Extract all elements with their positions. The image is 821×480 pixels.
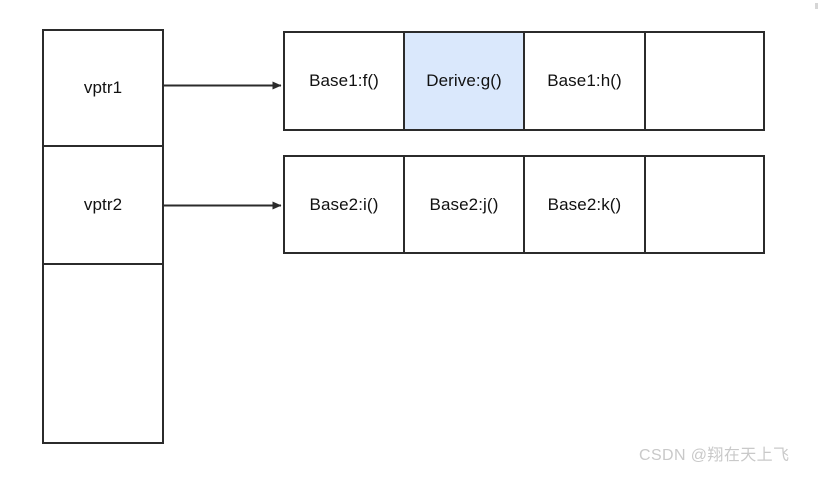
object-cell-vptr2: vptr2	[44, 145, 162, 265]
vtable1-entry-0: Base1:f()	[285, 33, 405, 129]
vtable2-entry-3-empty	[646, 157, 763, 252]
vtable2-entry-1: Base2:j()	[405, 157, 525, 252]
watermark: CSDN @翔在天上飞	[639, 447, 790, 464]
vtable1-entry-2-label: Base1:h()	[547, 71, 622, 90]
vtable-for-base1: Base1:f() Derive:g() Base1:h()	[283, 31, 765, 131]
corner-artifact	[815, 3, 818, 9]
object-cell-vptr1: vptr1	[44, 31, 162, 145]
vtable2-entry-0: Base2:i()	[285, 157, 405, 252]
vtable2-entry-0-label: Base2:i()	[309, 194, 379, 214]
vtable1-entry-1-label: Derive:g()	[426, 71, 502, 90]
vtable1-entry-0-label: Base1:f()	[309, 71, 379, 90]
vtable1-entry-3-empty	[646, 33, 763, 129]
object-cell-members-empty	[44, 265, 162, 442]
vtable2-entry-2: Base2:k()	[525, 157, 646, 252]
vtable-for-base2: Base2:i() Base2:j() Base2:k()	[283, 155, 765, 254]
object-cell-vptr2-label: vptr2	[83, 195, 123, 214]
object-cell-vptr1-label: vptr1	[83, 78, 123, 97]
vtable2-entry-1-label: Base2:j()	[429, 194, 499, 214]
vtable1-entry-1-overridden: Derive:g()	[405, 33, 525, 129]
vtable2-entry-2-label: Base2:k()	[547, 194, 622, 214]
vtable1-entry-2: Base1:h()	[525, 33, 646, 129]
derived-object-layout: vptr1 vptr2	[42, 29, 164, 444]
